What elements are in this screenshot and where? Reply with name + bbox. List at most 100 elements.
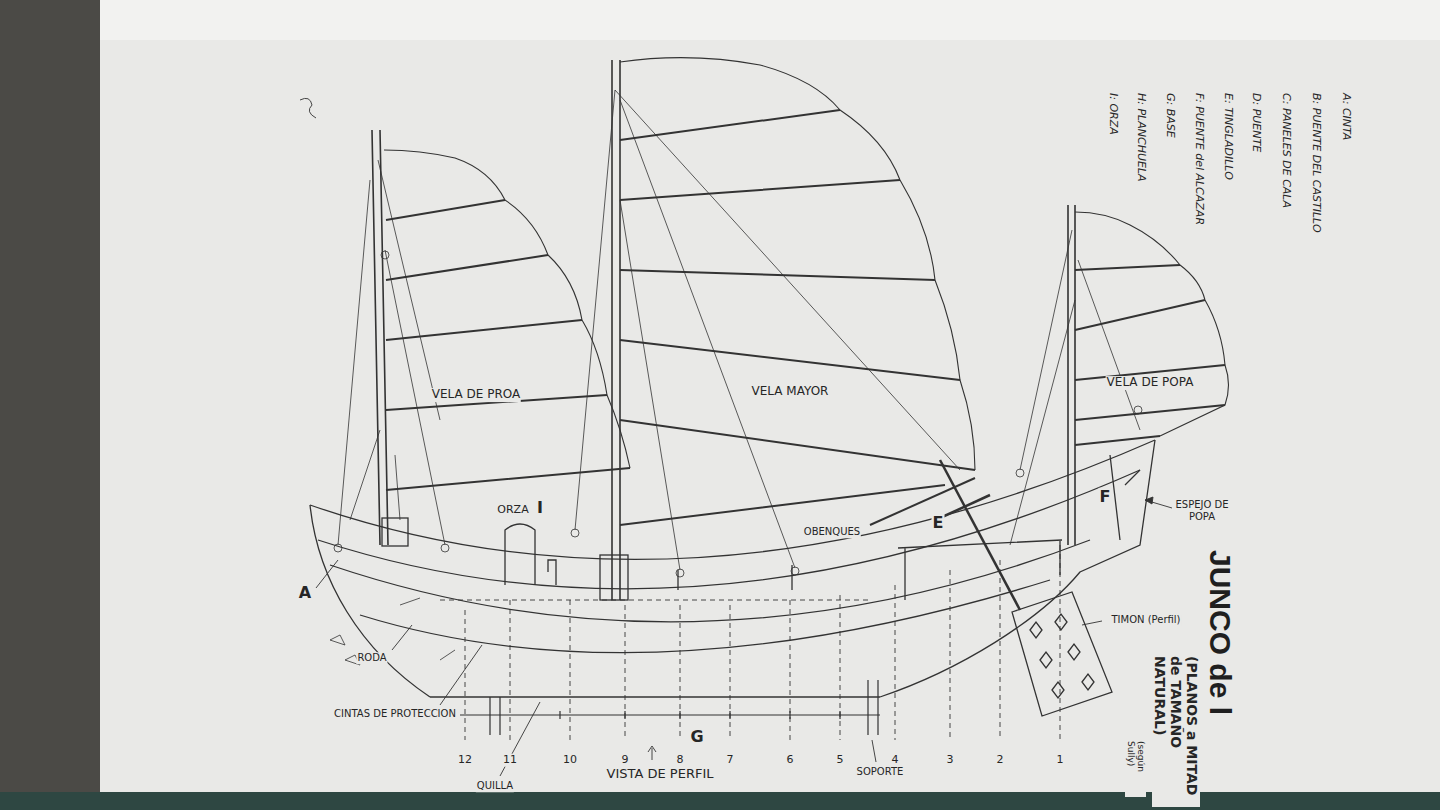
- part-label: VELA DE POPA: [1106, 376, 1195, 390]
- deadeye: [1016, 469, 1024, 477]
- base: [460, 714, 880, 715]
- legend-key: C: PANELES DE CALA: [1279, 92, 1292, 209]
- rudder: [940, 460, 1112, 716]
- batten: [1075, 265, 1225, 445]
- station-number: 5: [836, 754, 845, 767]
- legend-key: F: PUENTE del ALCAZAR: [1192, 92, 1205, 226]
- part-label: ORZA: [496, 504, 529, 517]
- deadeye: [676, 569, 684, 577]
- title: JUNCO de l: [1204, 550, 1237, 715]
- stations: [440, 545, 1060, 740]
- part-label: TIMON (Perfil): [1110, 614, 1181, 626]
- leader-line: [500, 702, 540, 776]
- hull: [310, 430, 1155, 697]
- tiller-bar: [940, 495, 990, 518]
- cutting-mat: [0, 792, 1440, 810]
- stand: [460, 680, 880, 735]
- leader-line: [392, 625, 412, 650]
- shroud: [338, 90, 1140, 570]
- mizzen-mast: [1068, 205, 1075, 545]
- yard: [870, 478, 975, 525]
- block: [1134, 406, 1142, 414]
- mast-step: [382, 518, 408, 546]
- station-number: 7: [726, 754, 735, 767]
- main-mast: [612, 60, 620, 600]
- rigging: [334, 90, 1142, 577]
- part-label: F: [1099, 488, 1112, 506]
- legend-key: D: PUENTE: [1249, 92, 1262, 153]
- legend-key: E: TINGLADILLO: [1221, 92, 1234, 181]
- part-label: I: [536, 499, 544, 517]
- station-line: [465, 545, 1060, 740]
- mizzen-sail: [1075, 212, 1229, 445]
- wale: [330, 540, 1090, 622]
- sail-leech: [384, 150, 630, 468]
- sail-leech: [620, 58, 975, 470]
- mast-step: [600, 555, 628, 600]
- part-label: CINTAS DE PROTECCION: [333, 708, 457, 720]
- wale: [318, 470, 1140, 589]
- station-number: 2: [996, 754, 1005, 767]
- rudder-hole: [1030, 614, 1094, 698]
- deadeye: [791, 567, 799, 575]
- bitts: [548, 560, 792, 590]
- part-label: OBENQUES: [803, 526, 861, 538]
- station-number: 1: [1056, 754, 1065, 767]
- part-label: VELA MAYOR: [751, 385, 830, 399]
- fore-sail: [384, 150, 630, 490]
- leader-line: [1082, 621, 1102, 625]
- centreboard-post: [505, 524, 535, 585]
- tiller: [940, 460, 1020, 610]
- legend-key: I: ORZA: [1106, 92, 1119, 136]
- block: [381, 251, 389, 259]
- part-label: QUILLA: [476, 780, 514, 792]
- direction-arrow: [648, 746, 656, 760]
- part-label: RODA: [356, 652, 387, 664]
- deadeye: [441, 544, 449, 552]
- part-label: A: [298, 584, 312, 602]
- station-number: 8: [676, 754, 685, 767]
- station-number: 12: [457, 754, 473, 767]
- rigging: [350, 430, 400, 520]
- protection-strip: [360, 580, 1050, 653]
- legend-key: H: PLANCHUELA: [1134, 92, 1147, 183]
- station-number: 6: [786, 754, 795, 767]
- base-tick: [560, 711, 840, 719]
- rudder-blade: [1012, 592, 1112, 716]
- legend-key: A: CINTA: [1339, 92, 1352, 141]
- pen-mark: [300, 98, 316, 118]
- poop-deck: [898, 540, 1062, 600]
- part-label: (según Sully): [1125, 740, 1146, 797]
- part-label: E: [932, 514, 945, 532]
- batten: [620, 110, 975, 525]
- station-number: 9: [621, 754, 630, 767]
- deadeye: [571, 529, 579, 537]
- legend-key: G: BASE: [1163, 92, 1176, 139]
- arrow-head: [1145, 497, 1153, 504]
- deadeye: [334, 544, 342, 552]
- station-number: 4: [891, 754, 900, 767]
- leader-line: [872, 740, 876, 762]
- station-number: 11: [502, 754, 518, 767]
- leader-lines: [316, 497, 1172, 776]
- transom: [1110, 455, 1140, 540]
- part-label: VISTA DE PERFIL: [606, 767, 715, 782]
- support: [490, 680, 878, 735]
- legend-key: B: PUENTE DEL CASTILLO: [1309, 92, 1322, 234]
- paper-sheet: [100, 40, 1440, 792]
- batten: [386, 200, 630, 490]
- part-label: G: [689, 728, 704, 746]
- station-number: 3: [946, 754, 955, 767]
- keel: [430, 696, 880, 697]
- leader-line: [440, 645, 482, 705]
- deck-line: [440, 600, 870, 601]
- stern: [880, 440, 1155, 697]
- station-number: 10: [562, 754, 578, 767]
- leader-line: [316, 560, 338, 588]
- part-label: VELA DE PROA: [431, 388, 521, 402]
- part-label: ESPEJO DE POPA: [1174, 499, 1230, 522]
- masts: [372, 60, 1075, 600]
- part-label: (PLANOS a MITAD de TAMAÑO NATURAL): [1152, 655, 1200, 807]
